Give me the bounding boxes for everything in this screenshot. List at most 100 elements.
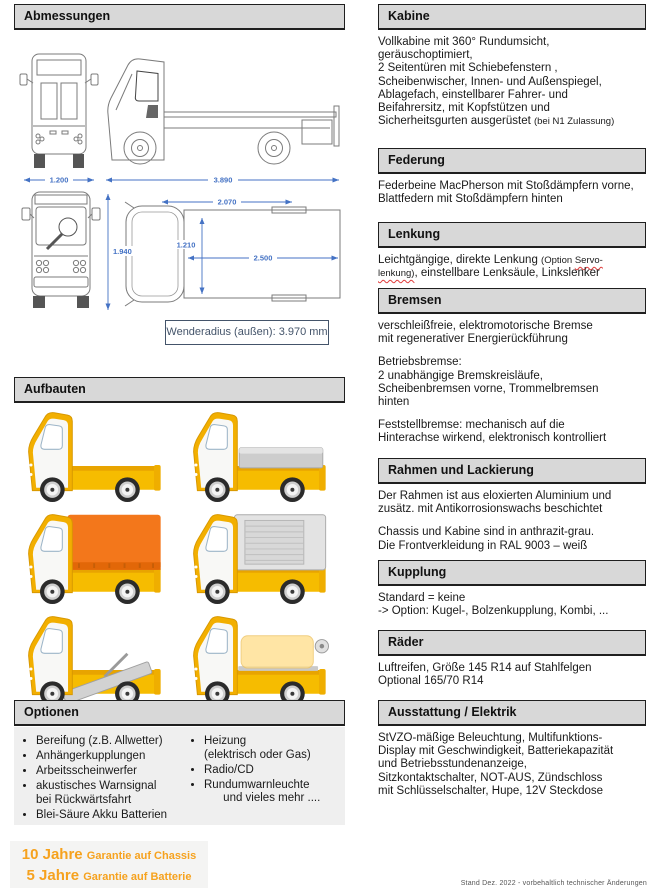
section-body-kupplung: Standard = keine -> Option: Kugel-, Bolz… xyxy=(378,592,648,618)
section-body-rahmen: Der Rahmen ist aus eloxierten Aluminium … xyxy=(378,490,648,553)
wenderadius-box: Wenderadius (außen): 3.970 mm xyxy=(165,320,329,345)
option-item: Radio/CD xyxy=(204,764,354,778)
warranty-subject: Garantie auf Batterie xyxy=(83,871,192,883)
option-item: Bereifung (z.B. Allwetter) xyxy=(36,735,196,749)
truck-variant-tarp-orange xyxy=(21,510,173,610)
text-segment: StVZO-mäßige Beleuchtung, Multifunktions… xyxy=(378,732,614,797)
text-segment: , einstellbare Lenksäule, Linkslenker xyxy=(414,267,600,280)
paragraph: Der Rahmen ist aus eloxierten Aluminium … xyxy=(378,490,648,516)
truck-variant-dropside-gray xyxy=(186,408,338,508)
options-column-right: Heizung(elektrisch oder Gas) Radio/CDRund… xyxy=(190,735,354,807)
dimension-label-backgrounds xyxy=(45,175,277,262)
warranty-years: 5 Jahre xyxy=(26,867,84,884)
dimension-labels: 1.200 3.890 1.940 2.070 1.210 2.500 xyxy=(50,176,273,263)
options-list: Bereifung (z.B. Allwetter)Anhängerkupplu… xyxy=(14,727,345,825)
dim-label-height-total: 1.940 xyxy=(113,247,132,256)
text-segment: (bei N1 Zulassung) xyxy=(533,116,615,128)
paragraph: Chassis und Kabine sind in anthrazit-gra… xyxy=(378,526,648,552)
section-body-kabine: Vollkabine mit 360° Rundumsicht, geräusc… xyxy=(378,36,648,128)
paragraph: StVZO-mäßige Beleuchtung, Multifunktions… xyxy=(378,732,648,798)
section-header-bremsen: Bremsen xyxy=(378,288,646,314)
option-item: Heizung(elektrisch oder Gas) xyxy=(204,735,354,762)
section-header-ausstattung: Ausstattung / Elektrik xyxy=(378,700,646,726)
section-header-federung: Federung xyxy=(378,148,646,174)
paragraph: Standard = keine -> Option: Kugel-, Bolz… xyxy=(378,592,648,618)
front-view-drawing xyxy=(19,53,99,168)
text-segment: lenkung) xyxy=(378,268,415,280)
top-view-drawing xyxy=(124,201,341,307)
text-segment: Betriebsbremse: 2 unabhängige Bremskreis… xyxy=(378,356,599,409)
text-segment: verschleißfreie, elektromotorische Brems… xyxy=(378,320,593,346)
section-body-federung: Federbeine MacPherson mit Stoßdämpfern v… xyxy=(378,180,648,206)
dim-label-length-total: 3.890 xyxy=(214,176,233,185)
abmessungen-header: Abmessungen xyxy=(14,4,345,30)
warranty-line: 10 Jahre Garantie auf Chassis xyxy=(10,845,208,866)
dim-label-length-top: 2.070 xyxy=(218,198,237,207)
option-item: Arbeitsscheinwerfer xyxy=(36,765,196,779)
section-header-kupplung: Kupplung xyxy=(378,560,646,586)
truck-illustration-box-roller-shutter xyxy=(193,514,327,605)
truck-grid xyxy=(14,408,345,712)
text-segment: Der Rahmen ist aus eloxierten Aluminium … xyxy=(378,490,612,516)
section-header-kabine: Kabine xyxy=(378,4,646,30)
warranty-line: 5 Jahre Garantie auf Batterie xyxy=(10,866,208,887)
option-item: Rundumwarnleuchte und vieles mehr .... xyxy=(204,779,354,806)
truck-illustration-tank-sprayer xyxy=(193,616,330,707)
paragraph: Feststellbremse: mechanisch auf die Hint… xyxy=(378,419,648,445)
paragraph: Vollkabine mit 360° Rundumsicht, geräusc… xyxy=(378,36,648,128)
truck-illustration-dropside-gray xyxy=(193,412,326,503)
section-body-raeder: Luftreifen, Größe 145 R14 auf Stahlfelge… xyxy=(378,662,648,688)
warranty-subject: Garantie auf Chassis xyxy=(86,850,197,862)
truck-variant-tipper xyxy=(21,612,173,712)
dim-label-width-bed: 1.210 xyxy=(177,241,196,250)
option-item: Blei-Säure Akku Batterien xyxy=(36,809,196,823)
dim-label-length-bed: 2.500 xyxy=(254,254,273,263)
paragraph: Betriebsbremse: 2 unabhängige Bremskreis… xyxy=(378,356,648,409)
truck-illustration-flatbed xyxy=(27,412,161,503)
section-body-lenkung: Leichtgängige, direkte Lenkung (Option S… xyxy=(378,254,648,280)
truck-illustration-tipper xyxy=(27,616,161,707)
option-item-continuation: (elektrisch oder Gas) xyxy=(204,748,311,761)
section-header-rahmen: Rahmen und Lackierung xyxy=(378,458,646,484)
option-item-continuation: und vieles mehr .... xyxy=(204,792,321,804)
paragraph: Federbeine MacPherson mit Stoßdämpfern v… xyxy=(378,180,648,206)
text-segment: Servo- xyxy=(574,255,603,266)
paragraph: Luftreifen, Größe 145 R14 auf Stahlfelge… xyxy=(378,662,648,688)
option-item: Anhängerkupplungen xyxy=(36,750,196,764)
dim-label-width-front: 1.200 xyxy=(50,176,69,185)
text-segment: Luftreifen, Größe 145 R14 auf Stahlfelge… xyxy=(378,662,592,688)
page-footer: Stand Dez. 2022 - vorbehaltlich technisc… xyxy=(460,880,647,887)
text-segment: Leichtgängige, direkte Lenkung xyxy=(378,254,542,266)
side-view-drawing xyxy=(107,58,340,165)
truck-illustration-tarp-orange xyxy=(27,514,161,605)
text-segment: Federbeine MacPherson mit Stoßdämpfern v… xyxy=(378,180,634,206)
text-segment: Vollkabine mit 360° Rundumsicht, geräusc… xyxy=(378,36,602,128)
text-segment: Feststellbremse: mechanisch auf die Hint… xyxy=(378,419,607,445)
front-view-cab-drawing xyxy=(21,191,101,308)
section-bremsen: Bremsen verschleißfreie, elektromotorisch… xyxy=(378,288,648,446)
dimension-drawings: 1.200 3.890 1.940 2.070 1.210 2.500 xyxy=(19,53,341,310)
section-body-ausstattung: StVZO-mäßige Beleuchtung, Multifunktions… xyxy=(378,732,648,798)
optionen-header: Optionen xyxy=(14,700,345,726)
warranty-years: 10 Jahre xyxy=(21,846,87,863)
truck-variant-tank-sprayer xyxy=(186,612,338,712)
option-item-continuation: bei Rückwärtsfahrt xyxy=(36,793,132,806)
paragraph: verschleißfreie, elektromotorische Brems… xyxy=(378,320,648,346)
section-header-lenkung: Lenkung xyxy=(378,222,646,248)
options-column-left: Bereifung (z.B. Allwetter)Anhängerkupplu… xyxy=(22,735,196,824)
section-body-bremsen: verschleißfreie, elektromotorische Brems… xyxy=(378,320,648,446)
text-segment: (Option xyxy=(541,255,575,266)
truck-variant-flatbed xyxy=(21,408,173,508)
left-column: Abmessungen xyxy=(10,0,345,892)
